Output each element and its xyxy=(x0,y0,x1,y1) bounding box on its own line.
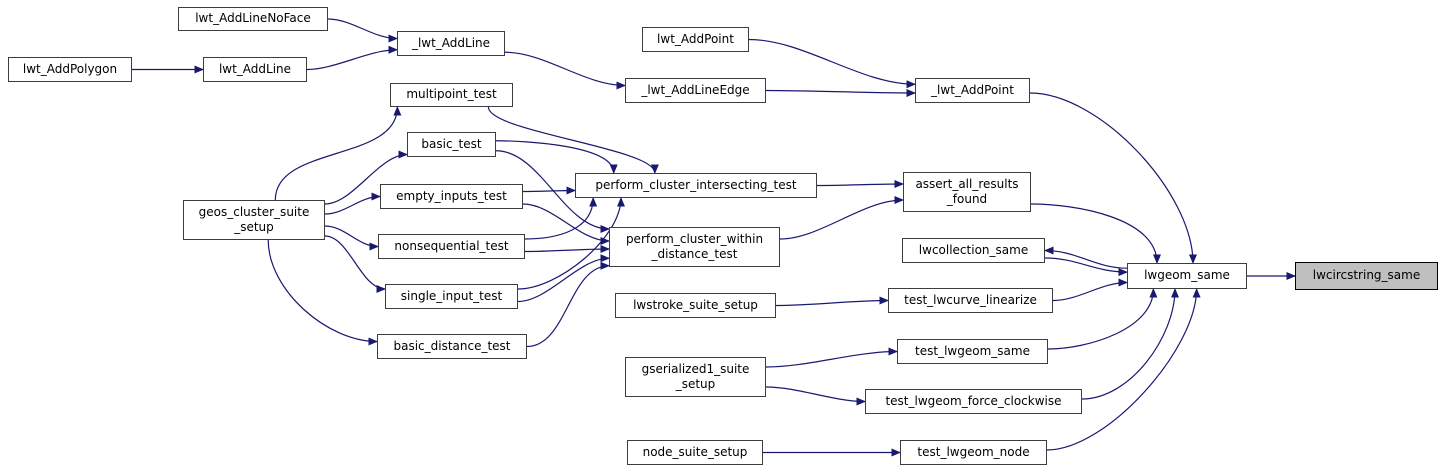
graph-node-lwcircstring-same: lwcircstring_same xyxy=(1295,262,1438,290)
edge-test_lwcurve_linearize-to-lwgeom_same xyxy=(1052,278,1128,302)
graph-node-test-lwgeom-force-clockwise[interactable]: test_lwgeom_force_clockwise xyxy=(865,389,1082,414)
graph-node-node-suite-setup[interactable]: node_suite_setup xyxy=(627,440,763,465)
graph-node-nonsequential-test[interactable]: nonsequential_test xyxy=(378,234,525,259)
edge-geos_cluster_suite_setup-to-basic_test xyxy=(324,150,408,205)
graph-node-lwstroke-suite-setup[interactable]: lwstroke_suite_setup xyxy=(615,293,776,318)
edge-lwgeom_same-to-lwcollection_same xyxy=(1044,246,1128,269)
edge-perform_cluster_intersecting_test-to-assert_all_results_found xyxy=(816,180,904,189)
graph-node-lwt-AddLine[interactable]: _lwt_AddLine xyxy=(397,31,505,56)
edge-nonsequential_test-to-perform_cluster_intersecting_test xyxy=(524,197,598,240)
edge-basic_distance_test-to-perform_cluster_within_distance_test xyxy=(526,261,610,348)
graph-node-basic-test[interactable]: basic_test xyxy=(407,132,496,157)
edge-geos_cluster_suite_setup-to-empty_inputs_test xyxy=(324,192,381,215)
graph-node-test-lwgeom-node[interactable]: test_lwgeom_node xyxy=(900,440,1047,465)
edge-gserialized1_suite_setup-to-test_lwgeom_force_clockwise xyxy=(765,386,866,406)
edge-geos_cluster_suite_setup-to-single_input_test xyxy=(324,235,386,293)
edge-test_lwgeom_node-to-lwgeom_same xyxy=(1046,288,1201,451)
edge-lwt_AddLineNoFace-to-_lwt_AddLine xyxy=(327,18,398,43)
edge-basic_test-to-perform_cluster_within_distance_test xyxy=(495,150,610,233)
edge-_lwt_AddLine-to-_lwt_AddLineEdge xyxy=(504,51,626,90)
edge-lwstroke_suite_setup-to-test_lwcurve_linearize xyxy=(775,296,889,307)
edge-single_input_test-to-perform_cluster_within_distance_test xyxy=(517,254,610,303)
graph-node-geos-cluster-suite-setup[interactable]: geos_cluster_suite _setup xyxy=(183,200,325,240)
graph-node-lwt-AddLineEdge[interactable]: _lwt_AddLineEdge xyxy=(625,78,766,103)
graph-node-gserialized1-suite-setup[interactable]: gserialized1_suite _setup xyxy=(625,357,766,397)
graph-node-perform-cluster-intersecting-test[interactable]: perform_cluster_intersecting_test xyxy=(575,173,817,198)
edge-_lwt_AddLineEdge-to-_lwt_AddPoint xyxy=(765,88,916,97)
edge-geos_cluster_suite_setup-to-nonsequential_test xyxy=(324,225,379,251)
graph-node-single-input-test[interactable]: single_input_test xyxy=(385,284,518,309)
graph-node-lwt-AddPoint[interactable]: lwt_AddPoint xyxy=(642,27,749,52)
graph-node-lwgeom-same[interactable]: lwgeom_same xyxy=(1127,263,1247,289)
graph-node-test-lwcurve-linearize[interactable]: test_lwcurve_linearize xyxy=(888,288,1053,313)
edge-empty_inputs_test-to-perform_cluster_within_distance_test xyxy=(522,203,610,245)
edge-geos_cluster_suite_setup-to-basic_distance_test xyxy=(267,239,378,346)
edge-geos_cluster_suite_setup-to-multipoint_test xyxy=(274,106,402,201)
edge-test_lwgeom_force_clockwise-to-lwgeom_same xyxy=(1081,288,1179,400)
edge-multipoint_test-to-perform_cluster_intersecting_test xyxy=(487,106,659,174)
graph-node-lwt-AddLineNoFace[interactable]: lwt_AddLineNoFace xyxy=(178,7,328,31)
edge-basic_test-to-perform_cluster_intersecting_test xyxy=(495,140,618,174)
graph-node-test-lwgeom-same[interactable]: test_lwgeom_same xyxy=(897,339,1048,364)
edge-assert_all_results_found-to-lwgeom_same xyxy=(1030,203,1161,264)
graph-node-empty-inputs-test[interactable]: empty_inputs_test xyxy=(380,184,523,209)
edge-gserialized1_suite_setup-to-test_lwgeom_same xyxy=(765,347,898,368)
edge-lwt_AddPoint-to-_lwt_AddPoint xyxy=(748,38,916,89)
graph-node-lwt-AddLine[interactable]: lwt_AddLine xyxy=(203,57,307,82)
edge-lwcollection_same-to-lwgeom_same xyxy=(1044,257,1128,277)
edge-perform_cluster_within_distance_test-to-assert_all_results_found xyxy=(779,196,904,240)
graph-node-perform-cluster-within-distance-test[interactable]: perform_cluster_within _distance_test xyxy=(609,227,780,267)
graph-edge-group xyxy=(132,18,1296,457)
graph-node-assert-all-results-found[interactable]: assert_all_results _found xyxy=(903,172,1031,212)
graph-node-lwt-AddPoint[interactable]: _lwt_AddPoint xyxy=(915,78,1030,103)
edge-nonsequential_test-to-perform_cluster_within_distance_test xyxy=(524,245,610,254)
graph-node-basic-distance-test[interactable]: basic_distance_test xyxy=(377,334,527,359)
edge-lwt_AddLine-to-_lwt_AddLine xyxy=(306,45,398,71)
edge-test_lwgeom_same-to-lwgeom_same xyxy=(1047,288,1158,350)
edge-_lwt_AddPoint-to-lwgeom_same xyxy=(1029,92,1197,264)
edge-empty_inputs_test-to-perform_cluster_intersecting_test xyxy=(522,186,576,195)
graph-node-lwcollection-same[interactable]: lwcollection_same xyxy=(902,238,1045,263)
edge-single_input_test-to-perform_cluster_intersecting_test xyxy=(517,197,625,290)
graph-node-multipoint-test[interactable]: multipoint_test xyxy=(390,83,513,107)
graph-node-lwt-AddPolygon[interactable]: lwt_AddPolygon xyxy=(8,57,132,82)
